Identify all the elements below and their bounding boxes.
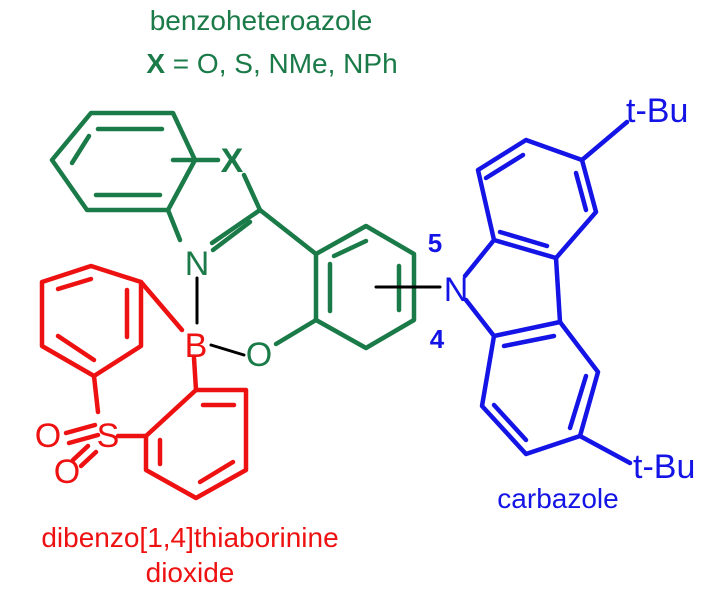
bond-b-o (209, 343, 246, 357)
lower-ring-double-3 (491, 402, 529, 443)
bond-b-c (191, 355, 199, 393)
tbu-top-label: t-Bu (626, 92, 688, 130)
thiaborinine-bonds (39, 263, 249, 501)
b-atom-label: B (185, 327, 208, 365)
azole-bond-x-c2 (241, 172, 263, 213)
bond-c-c-fused (553, 255, 563, 325)
bond-c2-phenylene (257, 207, 319, 257)
benzoheteroazole-caption: benzoheteroazole (150, 5, 373, 36)
bond-tbu-bottom (577, 433, 633, 466)
s-o-double-2b (78, 449, 99, 469)
n-atom-carbazole-label: N (444, 271, 469, 309)
x-definition-caption: X = O, S, NMe, NPh (146, 48, 397, 79)
bond-n-c-upper (462, 237, 497, 279)
carbazole-caption: carbazole (497, 483, 618, 514)
position-5-label: 5 (428, 228, 442, 258)
azole-double-c2-n (210, 219, 253, 253)
linker-bonds (195, 276, 442, 357)
left-ring-double-1 (55, 276, 94, 292)
thiaborinine-left-ring (39, 263, 144, 379)
upper-ring-double-1 (483, 152, 526, 181)
tbu-bottom-label: t-Bu (633, 448, 695, 486)
sulfone-o2-label: O (54, 453, 80, 491)
carbazole-bonds (462, 119, 633, 466)
left-ring-double-3 (55, 333, 97, 363)
azole-bond-n-c (165, 207, 183, 243)
phenylene-double-1 (331, 238, 369, 259)
o-atom-label: O (246, 336, 272, 374)
lower-ring-double-2 (567, 373, 589, 431)
n-atom-azole-label: N (185, 245, 210, 283)
bond-phenylene-o (273, 317, 319, 347)
bond-s-c-left (91, 373, 101, 415)
x-symbol: X (146, 48, 165, 79)
upper-ring-double-3 (497, 229, 550, 249)
s-o-double-2a (70, 443, 91, 463)
azole-bond-c2-n (209, 207, 263, 246)
lower-ring-double-1 (501, 333, 557, 349)
s-o-double-1a (63, 422, 98, 436)
thiaborinine-right-ring (143, 387, 249, 501)
bond-tbu-top (579, 119, 630, 163)
thiaborinine-caption-line2: dioxide (146, 557, 235, 588)
x-definition-text: = O, S, NMe, NPh (165, 48, 398, 79)
x-atom-label: X (221, 142, 244, 180)
bond-n-c-lower (463, 297, 497, 339)
s-o-double-1b (66, 432, 101, 446)
sulfone-o1-label: O (35, 417, 61, 455)
thiaborinine-caption-line1: dibenzo[1,4]thiaborinine (41, 522, 338, 553)
upper-ring-double-2 (573, 170, 589, 213)
bond-c-b (138, 279, 185, 333)
s-atom-label: S (97, 417, 120, 455)
right-ring-double-2 (197, 459, 236, 485)
benzo-double-3 (69, 133, 92, 166)
position-4-label: 4 (430, 324, 445, 354)
